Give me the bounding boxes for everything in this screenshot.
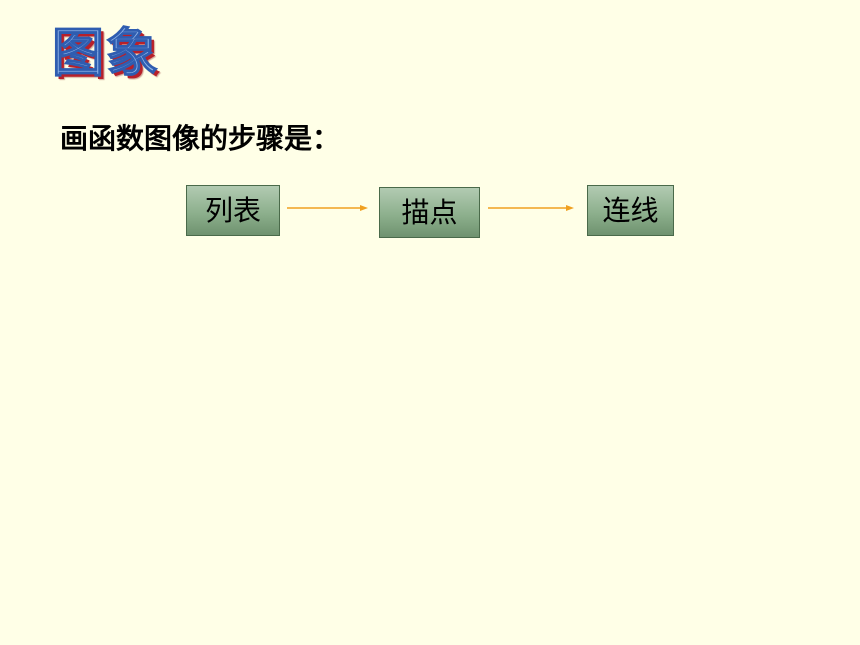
- step-box-plot-points: 描点: [379, 187, 480, 238]
- slide-title: 图象: [51, 24, 161, 84]
- arrow-list-to-plot: [287, 205, 368, 211]
- step-label-connect: 连线: [602, 193, 659, 227]
- step-label-list: 列表: [204, 193, 261, 227]
- step-box-connect: 连线: [587, 185, 674, 236]
- steps-heading: 画函数图像的步骤是：: [60, 122, 341, 155]
- arrow-plot-to-connect: [488, 205, 574, 211]
- step-label-plot-points: 描点: [401, 195, 458, 229]
- step-box-list: 列表: [186, 185, 280, 236]
